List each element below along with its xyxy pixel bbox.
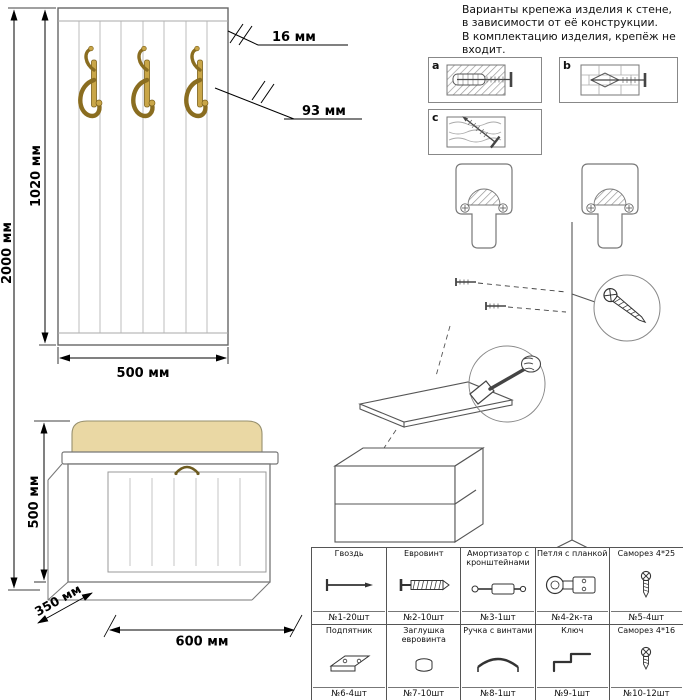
parts-table: Гвоздь №1-20шт Евровинт [311, 547, 683, 700]
part-name: Саморез 4*25 [617, 549, 676, 558]
panel-dimensions: 1020 мм 2000 мм 500 мм 16 мм 93 мм [0, 7, 362, 591]
mounting-note: Варианты крепежа изделия к стене, в зави… [462, 3, 682, 57]
mounting-option-c: c [428, 109, 542, 155]
dimension-label: 16 мм [272, 30, 316, 45]
screw-in-wood-icon [446, 116, 506, 149]
part-qty: №9-1шт [536, 686, 608, 700]
note-line: Варианты крепежа изделия к стене, [462, 3, 672, 16]
hammer-hand-detail [468, 345, 546, 423]
option-letter: b [563, 59, 571, 72]
wall-corner [551, 222, 596, 550]
option-letter: a [432, 59, 440, 72]
wall-mount-bracket-icon [455, 163, 513, 249]
dimension-label: 2000 мм [0, 222, 15, 284]
dimension-label: 1020 мм [29, 145, 44, 207]
foot-pad-icon [329, 655, 371, 672]
part-name: Подпятник [325, 626, 373, 635]
part-qty: №5-4шт [610, 610, 682, 624]
part-cell: Заглушка евровинта №7-10шт [386, 624, 461, 700]
cabinet-carcass [333, 446, 485, 544]
part-name: Ручка с винтами [463, 626, 533, 635]
assembly-illustration [333, 222, 661, 550]
part-cell: Гвоздь №1-20шт [312, 548, 386, 624]
dimension-label: 500 мм [117, 366, 170, 381]
part-qty: №7-10шт [388, 687, 460, 700]
part-cell: Петля с планкой №4-2к-та [534, 548, 609, 624]
coat-panel [57, 7, 229, 346]
part-cell: Саморез 4*25 №5-4шт [608, 548, 683, 624]
part-qty: №4-2к-та [536, 610, 608, 624]
dimension-label: 500 мм [27, 476, 42, 529]
screw-detail [593, 274, 661, 342]
part-cell: Ключ №9-1шт [534, 624, 609, 700]
part-cell: Подпятник №6-4шт [312, 624, 387, 700]
part-qty: №3-1шт [462, 611, 534, 624]
part-cell: Евровинт №2-10шт [386, 548, 460, 624]
euro-screw-icon [399, 578, 450, 591]
dowel-in-concrete-icon [446, 64, 513, 96]
part-name: Евровинт [404, 549, 444, 558]
part-qty: №6-4шт [313, 686, 386, 700]
option-letter: c [432, 111, 439, 124]
nail-icon [325, 578, 374, 591]
part-name: Саморез 4*16 [617, 626, 676, 635]
part-cell: Ручка с винтами №8-1шт [460, 624, 535, 700]
bench-drawing [47, 420, 279, 601]
part-name: Заглушка евровинта [401, 626, 446, 644]
part-name: Ключ [561, 626, 584, 635]
part-qty: №8-1шт [462, 686, 534, 700]
gas-strut-icon [471, 583, 527, 595]
mounting-option-b: b [559, 57, 678, 103]
anchor-in-hollow-wall-icon [580, 64, 646, 96]
part-qty: №1-20шт [313, 610, 386, 624]
dimension-label: 600 мм [176, 635, 229, 649]
bench-handle-icon [174, 465, 200, 476]
part-cell: Саморез 4*16 №10-12шт [608, 624, 683, 700]
wall-mount-bracket-icon [581, 163, 639, 249]
key-icon [553, 653, 592, 673]
screw-icon [641, 570, 652, 598]
part-name: Гвоздь [334, 549, 364, 558]
furniture-drawings: 1020 мм 2000 мм 500 мм 16 мм 93 мм [0, 7, 362, 649]
mounting-option-a: a [428, 57, 542, 103]
part-name: Амортизатор с кронштейнами [466, 549, 530, 567]
part-qty: №10-12шт [610, 686, 682, 700]
hinge-icon [546, 575, 596, 594]
note-line: входит. [462, 43, 506, 57]
note-line: В комплектацию изделия, крепёж не [462, 29, 676, 43]
part-name: Петля с планкой [536, 549, 608, 558]
wall-screws [455, 278, 567, 313]
note-line: в зависимости от её конструкции. [462, 16, 658, 30]
coat-hooks-icon [78, 45, 209, 119]
part-qty: №2-10шт [388, 610, 460, 624]
handle-icon [477, 658, 519, 673]
dimension-label: 93 мм [302, 104, 346, 119]
screw-icon [641, 647, 652, 671]
screw-cap-icon [415, 658, 433, 672]
part-cell: Амортизатор с кронштейнами №3-1шт [460, 548, 534, 624]
